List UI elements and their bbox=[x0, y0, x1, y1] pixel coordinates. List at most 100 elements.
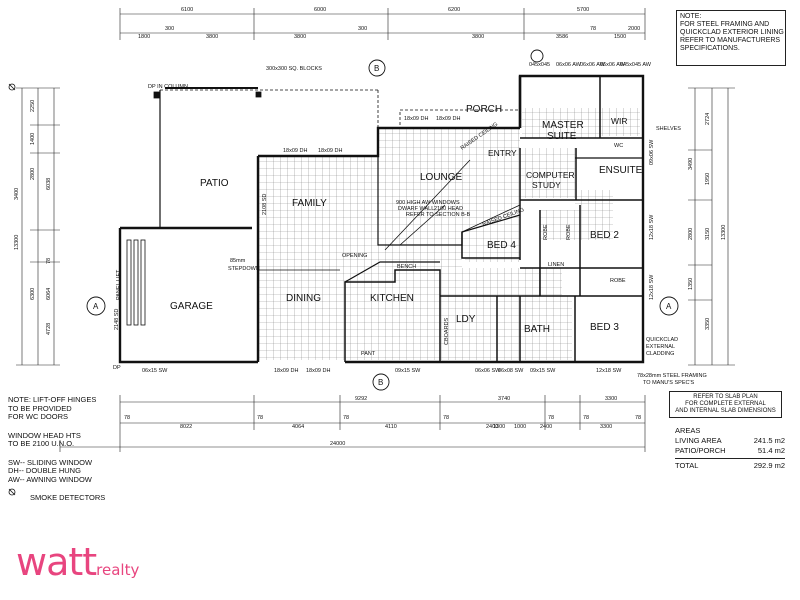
dim-bottom-2: 3740 bbox=[498, 396, 510, 402]
window-7: 06x06 AW bbox=[580, 62, 606, 68]
dim-left-8: 4728 bbox=[46, 323, 52, 335]
dim-top-r2-6: 3800 bbox=[472, 34, 484, 40]
window-6: 06x06 AW bbox=[556, 62, 582, 68]
note-dp: DP bbox=[113, 365, 121, 371]
dim-bottom-m4: 78 bbox=[443, 415, 449, 421]
room-ensuite: ENSUITE bbox=[599, 165, 643, 176]
room-wir: WIR bbox=[611, 116, 628, 126]
dim-top-r2-9: 1500 bbox=[614, 34, 626, 40]
dim-top-2: 6000 bbox=[314, 7, 326, 13]
note-quickclad-3: CLADDING bbox=[646, 351, 674, 357]
section-a-left: A bbox=[93, 302, 99, 311]
window-18: 12x18 SW bbox=[649, 214, 655, 240]
dim-bottom-m2: 78 bbox=[257, 415, 263, 421]
dim-left-2: 1400 bbox=[30, 133, 36, 145]
window-16: 09x15 SW bbox=[530, 368, 556, 374]
room-robe-c: ROBE bbox=[610, 278, 626, 284]
areas-total-label: TOTAL bbox=[675, 461, 699, 470]
label-opening: OPENING bbox=[342, 253, 367, 259]
left-note-7: DH-- DOUBLE HUNG bbox=[8, 466, 81, 475]
note-dwarf-wall: DWARF WALL bbox=[398, 206, 434, 212]
dim-bottom-m1: 78 bbox=[124, 415, 130, 421]
window-20: 09x06 SW bbox=[649, 139, 655, 165]
dim-bottom-m3: 78 bbox=[343, 415, 349, 421]
window-13: 09x15 SW bbox=[395, 368, 421, 374]
dim-top-1: 6100 bbox=[181, 7, 193, 13]
dim-right-4: 2800 bbox=[688, 228, 694, 240]
areas-total-value: 292.9 m2 bbox=[753, 461, 785, 470]
left-note-2: TO BE PROVIDED bbox=[8, 403, 72, 413]
dim-bottom-m6: 78 bbox=[583, 415, 589, 421]
dim-top-r2-7: 3586 bbox=[556, 34, 568, 40]
dim-top-r2-2: 300 bbox=[165, 26, 174, 32]
dim-left-7: 6300 bbox=[30, 288, 36, 300]
note-quickclad-2: EXTERNAL bbox=[646, 344, 675, 350]
note-dp-column: DP IN COLUMN bbox=[148, 84, 188, 90]
window-21: 2108 SD bbox=[262, 194, 268, 215]
areas-patio-value: 51.4 m2 bbox=[757, 446, 785, 455]
smoke-detector-icons bbox=[8, 83, 16, 496]
room-bath: BATH bbox=[524, 324, 550, 335]
left-note-5: TO BE 2100 U.N.O. bbox=[8, 439, 75, 448]
label-stepdown: STEPDOWN bbox=[228, 266, 260, 272]
dim-right-6: 1350 bbox=[688, 278, 694, 290]
room-entry: ENTRY bbox=[488, 148, 517, 158]
plan-notes: NOTE: LIFT-OFF HINGES TO BE PROVIDED FOR… bbox=[8, 395, 168, 503]
dim-bottom-m5: 78 bbox=[548, 415, 554, 421]
areas-living-value: 241.5 m2 bbox=[753, 436, 785, 445]
room-lounge: LOUNGE bbox=[420, 172, 463, 183]
room-robe-a: ROBE bbox=[543, 224, 549, 240]
note-line-5: SPECIFICATIONS. bbox=[680, 45, 740, 52]
dim-bottom-m9: 1000 bbox=[514, 424, 526, 430]
window-10: 06x15 SW bbox=[142, 368, 168, 374]
left-dimensions bbox=[16, 87, 60, 366]
note-blocks: 300x300 SQ. BLOCKS bbox=[266, 66, 322, 72]
panel-lift-door bbox=[126, 239, 146, 326]
dim-top-r2-5: 300 bbox=[358, 26, 367, 32]
left-note-6: SW-- SLIDING WINDOW bbox=[8, 457, 93, 467]
top-dimensions bbox=[119, 8, 646, 40]
dim-bottom-1: 9292 bbox=[355, 396, 367, 402]
tiled-floor bbox=[258, 108, 640, 360]
room-family: FAMILY bbox=[292, 198, 327, 209]
window-11: 18x09 DH bbox=[274, 368, 298, 374]
note-steel-1: 78x28mm STEEL FRAMING bbox=[637, 373, 707, 379]
areas-table: AREAS LIVING AREA 241.5 m2 PATIO/PORCH 5… bbox=[675, 426, 785, 471]
room-pant: PANT bbox=[361, 351, 376, 357]
note-line-2: FOR STEEL FRAMING AND bbox=[680, 21, 770, 28]
dim-right-2: 3490 bbox=[688, 158, 694, 170]
label-panel-lift: PANEL LIFT bbox=[116, 269, 122, 300]
window-1: 18x09 DH bbox=[283, 148, 307, 154]
room-dining: DINING bbox=[286, 293, 321, 304]
note-shelves: SHELVES bbox=[656, 126, 681, 132]
room-garage: GARAGE bbox=[170, 301, 213, 312]
dim-top-r2-10: 2000 bbox=[628, 26, 640, 32]
left-note-1: NOTE: LIFT-OFF HINGES bbox=[8, 395, 97, 404]
dim-bottom-m8: 1300 bbox=[493, 424, 505, 430]
section-b-bottom: B bbox=[378, 378, 383, 387]
dim-left-9: 6064 bbox=[46, 288, 52, 300]
note-steel-2: TO MANU'S SPEC'S bbox=[643, 380, 695, 386]
logo-main: watt bbox=[16, 540, 97, 584]
dim-top-r2-4: 3800 bbox=[294, 34, 306, 40]
section-markers bbox=[86, 49, 679, 391]
window-19: 12x18 SW bbox=[649, 274, 655, 300]
dim-bottom-r2-6: 3300 bbox=[600, 424, 612, 430]
patio-outline bbox=[153, 87, 520, 228]
left-note-3: FOR WC DOORS bbox=[8, 412, 68, 421]
left-note-8: AW-- AWNING WINDOW bbox=[8, 474, 92, 484]
dim-top-4: 5700 bbox=[577, 7, 589, 13]
left-note-4: WINDOW HEAD HTS bbox=[8, 430, 81, 440]
label-85mm: 85mm bbox=[230, 258, 246, 264]
window-3: 18x09 DH bbox=[404, 116, 428, 122]
areas-living-label: LIVING AREA bbox=[675, 436, 722, 445]
window-5: 045x045 bbox=[529, 62, 550, 68]
window-8: 06x06 AW bbox=[600, 62, 626, 68]
dim-bottom-total: 24000 bbox=[330, 441, 345, 447]
room-robe-b: ROBE bbox=[566, 224, 572, 240]
window-2: 18x09 DH bbox=[318, 148, 342, 154]
dim-bottom-3: 3300 bbox=[605, 396, 617, 402]
note-head-wall: 2100 HEAD bbox=[434, 206, 463, 212]
room-porch: PORCH bbox=[466, 104, 502, 115]
